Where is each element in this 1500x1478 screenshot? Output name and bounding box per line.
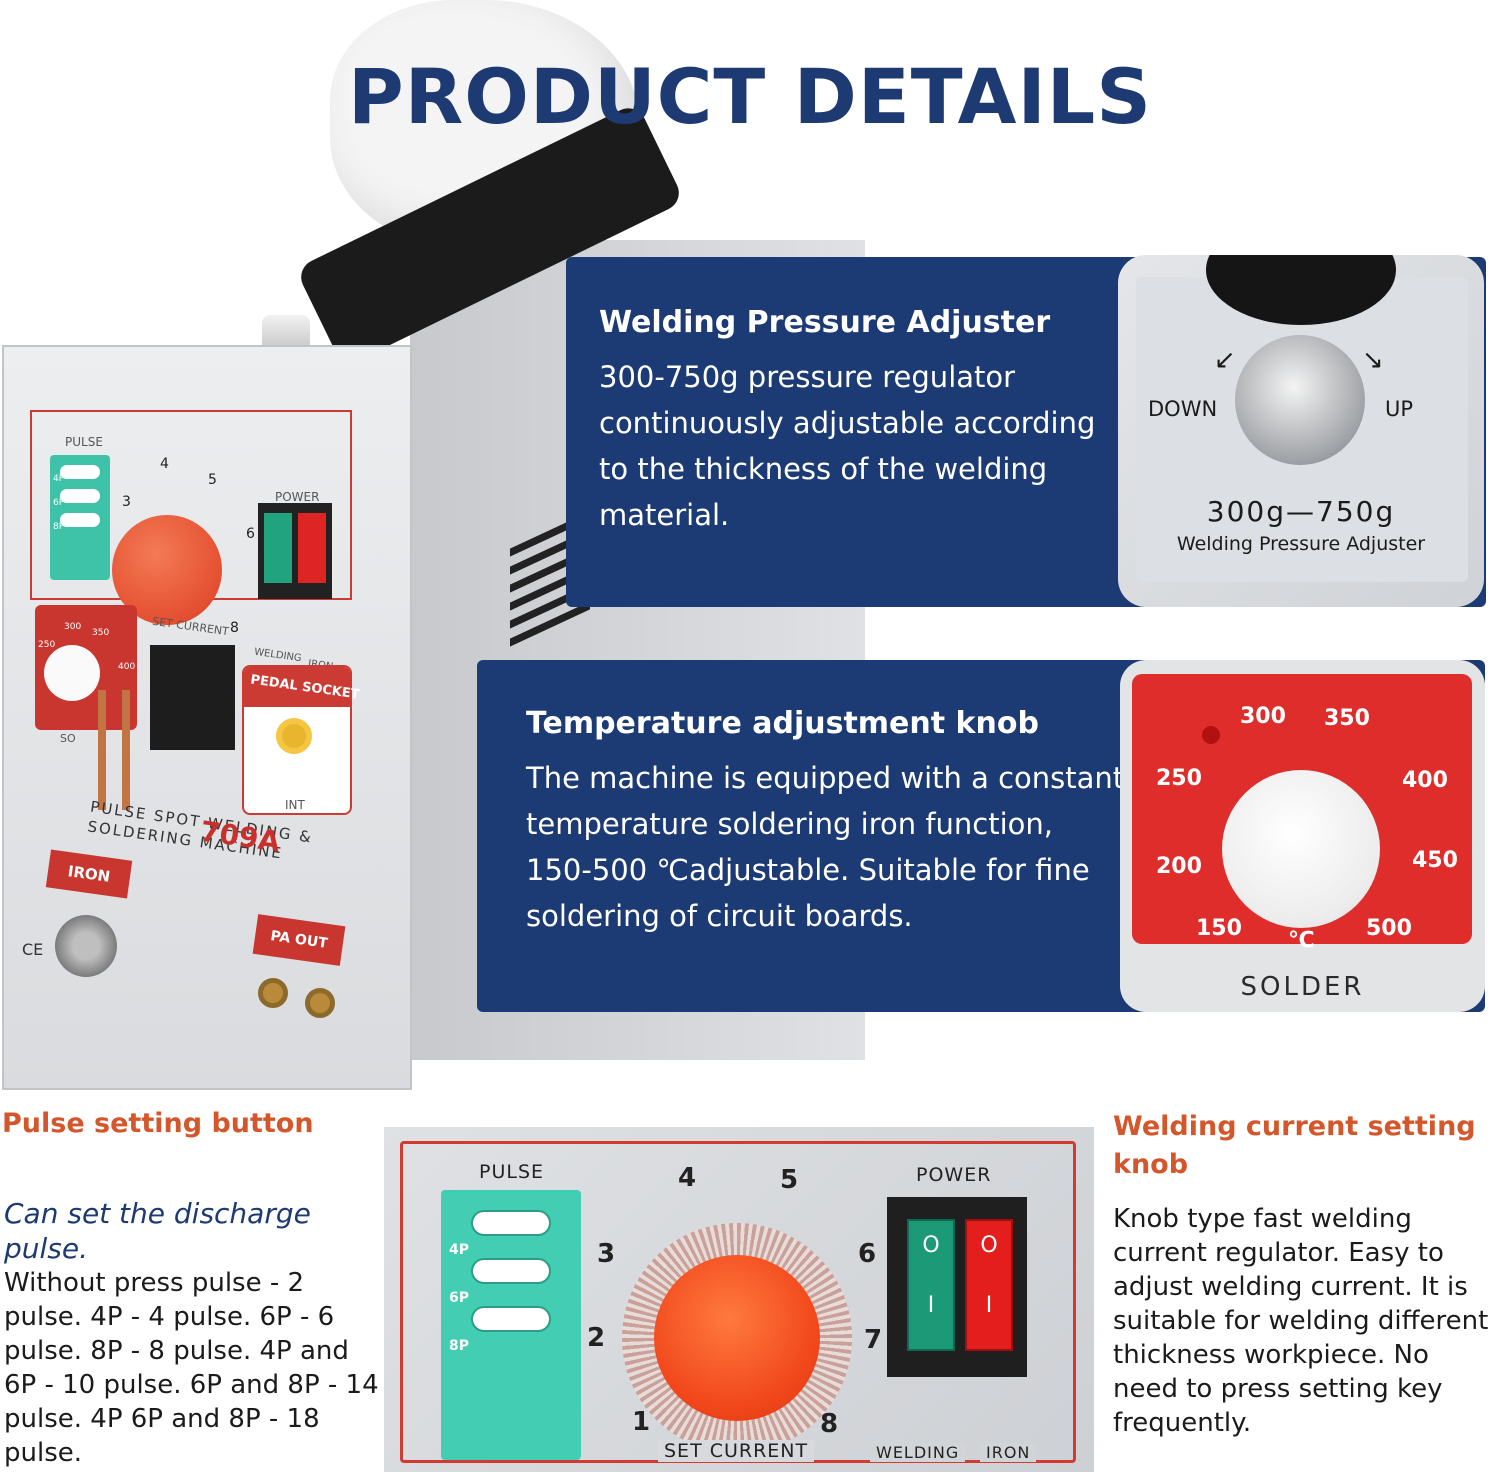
indicator-led xyxy=(1202,726,1220,744)
iron-switch-off-mark: O xyxy=(980,1233,998,1258)
pulse-setting-description: Without press pulse - 2 pulse. 4P - 4 pu… xyxy=(4,1268,379,1468)
panel-welding-label: WELDING xyxy=(870,1443,966,1462)
page-title: PRODUCT DETAILS xyxy=(348,52,1152,141)
mini-temp-400: 400 xyxy=(118,662,136,672)
temp-unit: ℃ xyxy=(1288,928,1315,953)
pulse-tag-4p: 4P xyxy=(449,1242,470,1258)
mini-power-switches xyxy=(258,503,332,599)
temp-label-200: 200 xyxy=(1156,854,1202,879)
welding-switch-on-mark: I xyxy=(927,1293,935,1318)
pressure-knob xyxy=(1235,335,1365,465)
temp-label-150: 150 xyxy=(1196,916,1242,941)
down-arrow-icon: ↙ xyxy=(1214,345,1236,375)
temperature-heading: Temperature adjustment knob xyxy=(526,706,1039,741)
dial-number-4: 4 xyxy=(678,1163,697,1193)
pa-out-socket-right xyxy=(305,988,335,1018)
welding-switch-off-mark: O xyxy=(922,1233,940,1258)
solder-label: SOLDER xyxy=(1240,972,1365,1002)
pressure-description: 300-750g pressure regulator continuously… xyxy=(599,360,1096,532)
welding-power-switch[interactable]: O I xyxy=(907,1219,955,1351)
pulse-buttons-card: 4P 6P 8P xyxy=(441,1190,581,1460)
dial-number-7: 7 xyxy=(864,1325,883,1355)
int-label: INT xyxy=(285,798,305,812)
mini-so-label: SO xyxy=(60,732,76,745)
temp-label-500: 500 xyxy=(1366,916,1412,941)
up-arrow-icon: ↘ xyxy=(1362,345,1384,375)
mini-pulse-label: PULSE xyxy=(65,435,103,449)
pulse-setting-heading: Pulse setting button xyxy=(2,1108,314,1139)
pulse-setting-subheading: Can set the discharge pulse. xyxy=(4,1197,311,1265)
mini-dial-3: 3 xyxy=(122,494,131,510)
dial-number-1: 1 xyxy=(632,1407,651,1437)
dial-number-8: 8 xyxy=(820,1409,839,1439)
temp-label-250: 250 xyxy=(1156,766,1202,791)
iron-switch-on-mark: I xyxy=(985,1293,993,1318)
pedal-socket-hole xyxy=(276,718,312,754)
control-panel-closeup: PULSE 4P 6P 8P 1 2 3 4 5 6 7 8 POWER O I… xyxy=(384,1127,1094,1472)
pa-out-socket-left xyxy=(258,978,288,1008)
iron-connector xyxy=(55,915,117,977)
temp-label-400: 400 xyxy=(1402,768,1448,793)
panel-pulse-label: PULSE xyxy=(479,1161,545,1183)
pressure-up-label: UP xyxy=(1385,397,1414,421)
pressure-caption: Welding Pressure Adjuster xyxy=(1176,533,1426,555)
iron-power-switch[interactable]: O I xyxy=(965,1219,1013,1351)
electrode-holder xyxy=(150,645,235,750)
welding-current-heading: Welding current setting knob xyxy=(1113,1111,1476,1180)
mini-pulse-6p: 6P xyxy=(53,498,65,508)
mini-temp-250: 250 xyxy=(38,640,56,650)
dial-number-3: 3 xyxy=(597,1239,616,1269)
ce-mark: CE xyxy=(22,940,44,959)
mini-dial-8: 8 xyxy=(230,620,239,636)
pressure-down-label: DOWN xyxy=(1148,397,1218,421)
pedal-socket-header xyxy=(244,667,350,707)
temperature-knob-photo: 300 350 250 400 200 450 150 500 ℃ SOLDER xyxy=(1120,660,1485,1012)
pulse-button-2p[interactable] xyxy=(471,1210,551,1236)
dial-number-5: 5 xyxy=(780,1165,799,1195)
pressure-heading: Welding Pressure Adjuster xyxy=(599,305,1051,340)
mini-dial-6: 6 xyxy=(246,526,255,542)
mini-temperature-knob xyxy=(44,645,100,701)
current-knob[interactable] xyxy=(654,1255,820,1421)
power-switch-box: O I O I xyxy=(887,1197,1027,1377)
panel-set-current-label: SET CURRENT xyxy=(658,1440,815,1462)
pulse-tag-8p: 8P xyxy=(449,1338,470,1354)
mini-temp-350: 350 xyxy=(92,628,110,638)
panel-iron-label: IRON xyxy=(980,1443,1037,1462)
mini-dial-5: 5 xyxy=(208,472,217,488)
pulse-tag-6p: 6P xyxy=(449,1290,470,1306)
welding-electrodes xyxy=(78,690,158,810)
temp-label-350: 350 xyxy=(1324,706,1370,731)
dial-number-2: 2 xyxy=(587,1323,606,1353)
temperature-description: The machine is equipped with a constant … xyxy=(526,761,1125,933)
mini-pulse-buttons xyxy=(50,455,110,580)
mini-power-label: POWER xyxy=(275,490,320,504)
mini-temp-300: 300 xyxy=(64,622,82,632)
temp-label-450: 450 xyxy=(1412,848,1458,873)
mini-pulse-8p: 8P xyxy=(53,522,65,532)
dial-number-6: 6 xyxy=(858,1239,877,1269)
panel-power-label: POWER xyxy=(916,1164,992,1186)
temp-label-300: 300 xyxy=(1240,704,1286,729)
temperature-dial xyxy=(1222,770,1380,928)
pulse-button-4p[interactable] xyxy=(471,1258,551,1284)
mini-dial-4: 4 xyxy=(160,456,169,472)
pressure-adjuster-photo: DOWN UP ↙ ↘ 300g—750g Welding Pressure A… xyxy=(1118,255,1484,607)
pulse-button-8p[interactable] xyxy=(471,1306,551,1332)
welding-current-description: Knob type fast welding current regulator… xyxy=(1113,1204,1489,1438)
pressure-range: 300g—750g xyxy=(1206,495,1396,528)
mini-pulse-4p: 4P xyxy=(53,474,65,484)
